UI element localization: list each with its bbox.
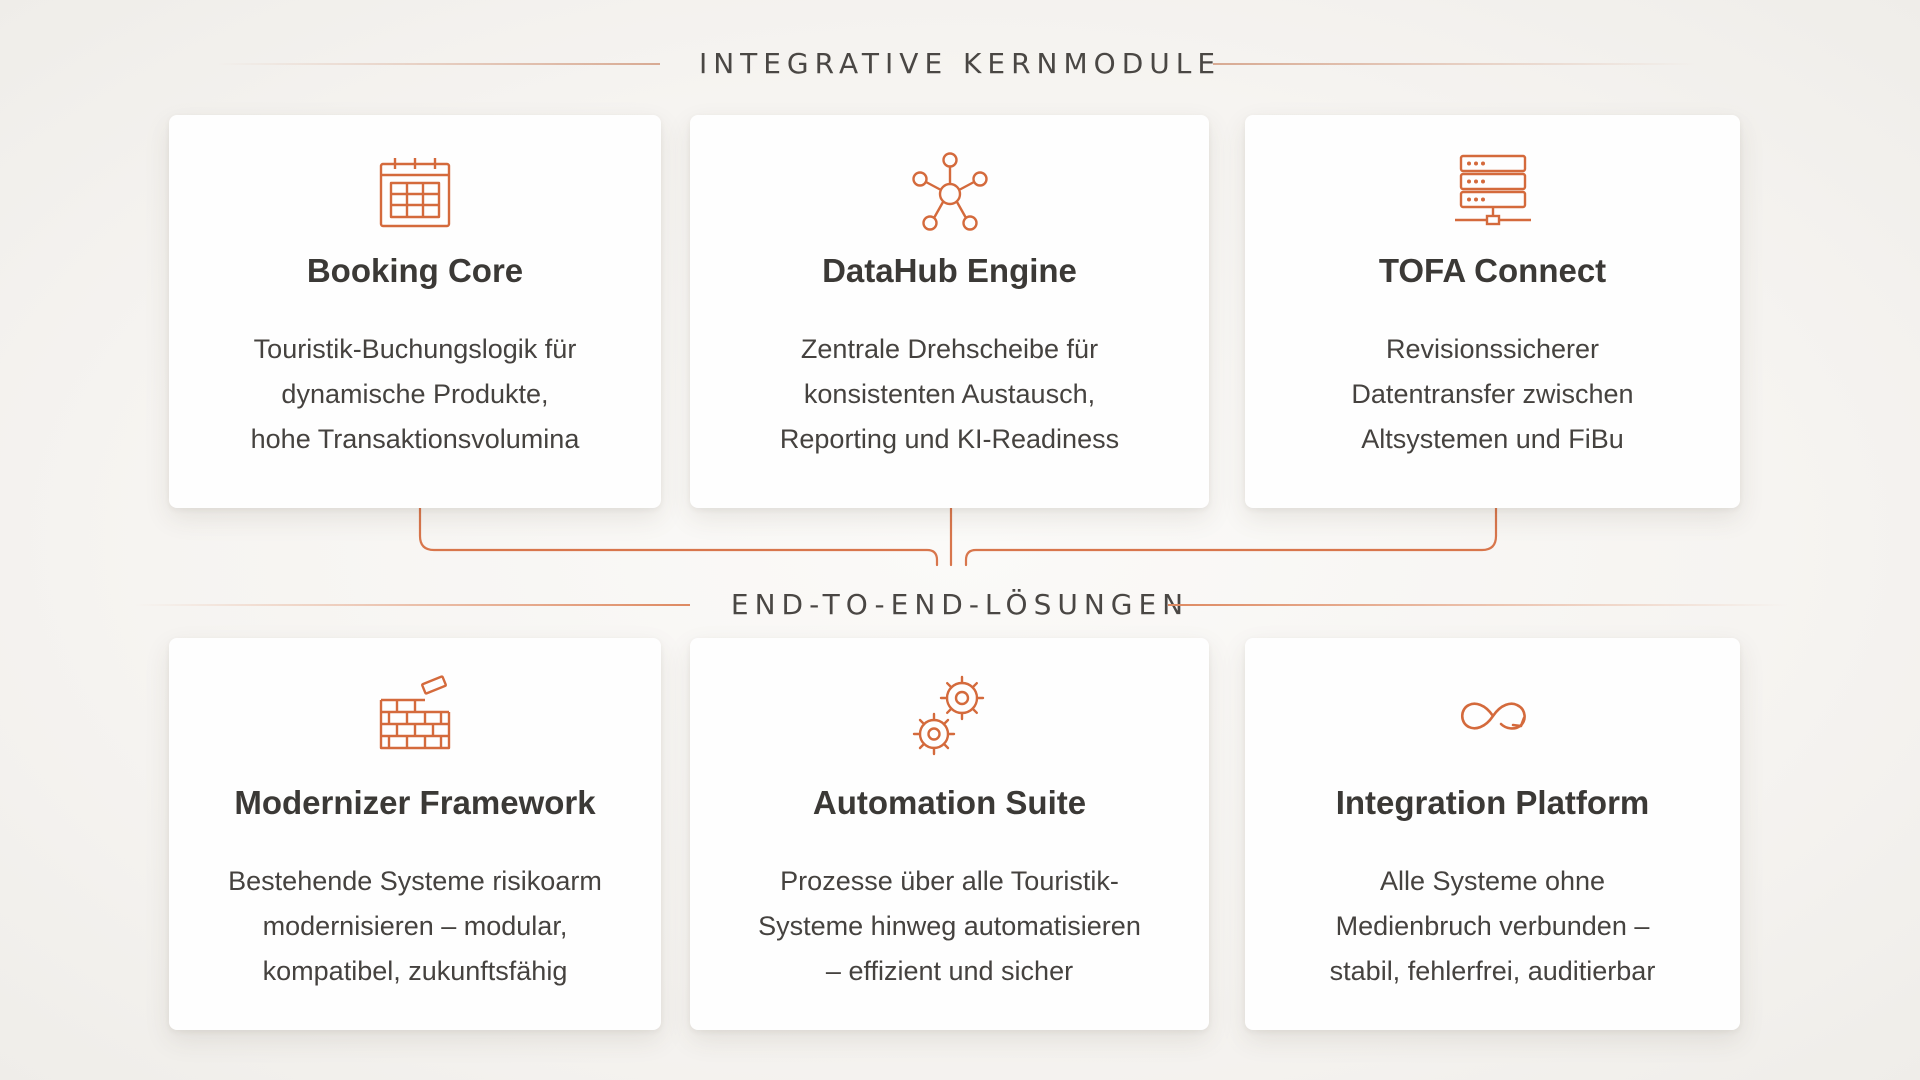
brick-wall-icon <box>373 674 457 758</box>
module-title: Booking Core <box>306 252 524 289</box>
solution-card-modernizer-framework[interactable]: Modernizer Framework Bestehende Systeme … <box>169 638 661 1030</box>
module-description: Touristik-Buchungslogik für dynamische P… <box>250 334 580 454</box>
module-title: TOFA Connect <box>1378 252 1607 289</box>
gears-icon <box>908 674 992 758</box>
divider-line <box>215 63 660 65</box>
divider-line <box>1213 63 1698 65</box>
module-description: Revisionssicherer Datentransfer zwischen… <box>1351 334 1634 454</box>
solution-description: Alle Systeme ohne Medienbruch verbunden … <box>1329 866 1656 986</box>
divider-line <box>1168 604 1788 606</box>
solution-title: Automation Suite <box>812 784 1087 821</box>
module-card-booking-core[interactable]: Booking Core Touristik-Buchungslogik für… <box>169 115 661 508</box>
section-heading-core-modules: INTEGRATIVE KERNMODULE <box>0 44 1920 84</box>
section-title: INTEGRATIVE KERNMODULE <box>698 47 1222 80</box>
solution-title: Integration Platform <box>1335 784 1650 821</box>
calendar-icon <box>373 150 457 234</box>
infinity-loop-icon <box>1451 674 1535 758</box>
section-title: END-TO-END-LÖSUNGEN <box>730 588 1190 621</box>
module-card-tofa-connect[interactable]: TOFA Connect Revisionssicherer Datentran… <box>1245 115 1740 508</box>
module-title: DataHub Engine <box>822 252 1077 289</box>
solution-title: Modernizer Framework <box>234 784 596 821</box>
solution-card-automation-suite[interactable]: Automation Suite Prozesse über alle Tour… <box>690 638 1209 1030</box>
connector-left <box>418 500 939 567</box>
network-hub-icon <box>908 150 992 234</box>
module-description: Zentrale Drehscheibe für konsistenten Au… <box>779 334 1120 454</box>
module-card-datahub-engine[interactable]: DataHub Engine Zentrale Drehscheibe für … <box>690 115 1209 508</box>
server-icon <box>1451 150 1535 234</box>
section-heading-solutions: END-TO-END-LÖSUNGEN <box>0 585 1920 625</box>
solution-description: Prozesse über alle Touristik- Systeme hi… <box>758 866 1141 986</box>
solution-description: Bestehende Systeme risikoarm modernisier… <box>228 866 602 986</box>
solution-card-integration-platform[interactable]: Integration Platform Alle Systeme ohne M… <box>1245 638 1740 1030</box>
divider-line <box>135 604 690 606</box>
connector-right <box>964 500 1498 567</box>
